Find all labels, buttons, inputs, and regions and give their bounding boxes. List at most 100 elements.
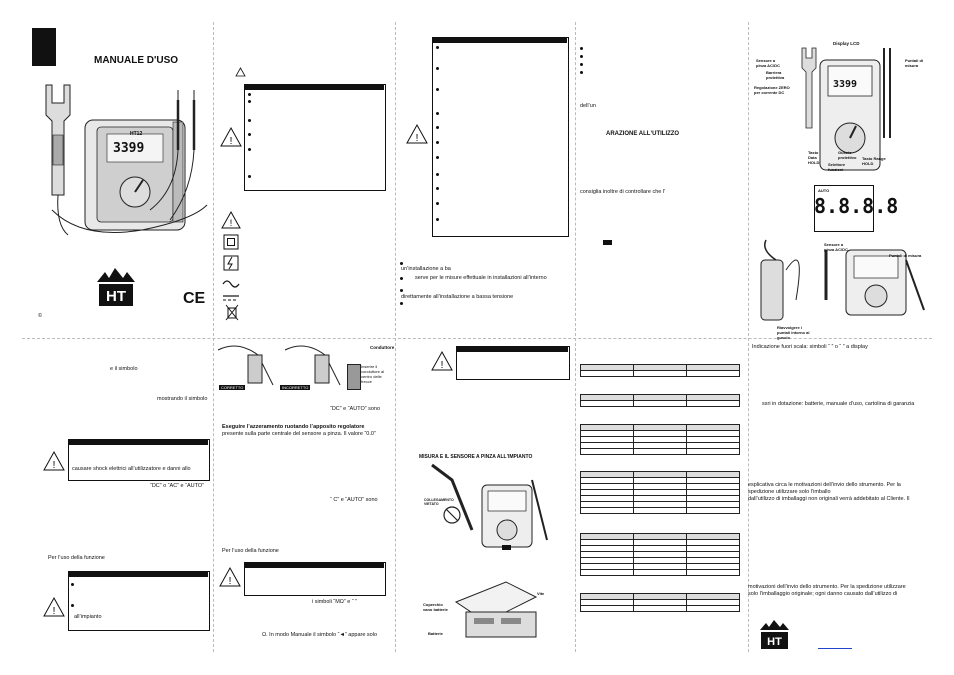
ac-symbol-icon xyxy=(222,280,240,288)
para-text: e il simbolo xyxy=(110,366,138,372)
label-selettore: Selettore funzioni xyxy=(828,162,846,172)
para-text: consiglia inoltre di controllare che lʼ xyxy=(580,189,666,195)
cover-title: MANUALE D'USO xyxy=(94,55,179,66)
svg-text:!: ! xyxy=(441,360,444,371)
svg-text:!: ! xyxy=(230,136,233,147)
weee-bin-icon xyxy=(225,304,239,321)
cover-display: 3399 xyxy=(113,141,145,156)
para-text: dellʼun xyxy=(580,103,596,109)
para-text: motivazioni dellʼinvio dello strumento. … xyxy=(748,584,906,590)
svg-text:!: ! xyxy=(229,576,232,587)
label-display-lcd: Display LCD xyxy=(833,41,860,46)
warning-box-header xyxy=(456,346,568,352)
warning-text: causare shock elettrici allʼutilizzatore… xyxy=(72,466,191,472)
para-text: ssri in dotazione: batterie, manuale dʼu… xyxy=(762,401,915,407)
label-sensore-2: Sensore a pinza AC/DC xyxy=(824,242,848,252)
para-text: Ω. In modo Manuale il simbolo “◄” appare… xyxy=(262,632,378,638)
badge-corretto: CORRETTO xyxy=(219,385,246,390)
cable xyxy=(51,204,208,233)
warning-box-header xyxy=(68,571,208,577)
double-insulation-icon xyxy=(223,234,239,250)
spec-table xyxy=(580,364,740,377)
bullet-text: direttamente allʼinstallazione a bassa t… xyxy=(401,294,514,300)
para-text: “DC” o “AC” e “AUTO” xyxy=(150,483,204,489)
svg-text:HT: HT xyxy=(106,288,126,305)
svg-text:!: ! xyxy=(53,606,56,617)
lcd-auto: AUTO xyxy=(818,188,830,193)
warning-box xyxy=(456,346,570,380)
para-text: esplicativa circa le motivazioni dellʼin… xyxy=(748,482,901,488)
para-text: “DC” e “AUTO” sono xyxy=(330,406,381,412)
label-conduttore: Conduttore xyxy=(370,345,395,350)
spec-table xyxy=(580,533,740,576)
para-text: Per lʼuso della funzione xyxy=(48,555,105,561)
section-heading: ARAZIONE ALLʼUTILIZZO xyxy=(606,131,680,137)
para-text: unʼinstallazione a ba xyxy=(401,266,451,272)
para-text: Eseguire lʼazzeramento ruotando lʼapposi… xyxy=(222,424,365,430)
high-voltage-icon xyxy=(223,255,239,271)
warning-triangle-icon: ! xyxy=(431,350,453,371)
spec-table xyxy=(580,394,740,407)
copyright: © xyxy=(38,313,43,319)
test-probes xyxy=(149,90,196,221)
warning-triangle-icon: ! xyxy=(220,126,242,147)
ht-logo-icon: HT xyxy=(760,620,789,649)
website-link[interactable] xyxy=(818,648,852,649)
warning-box-header xyxy=(244,84,384,90)
ht-mini-logo-icon xyxy=(502,545,511,550)
label-vite: Vite xyxy=(537,591,545,596)
para-text: presente sulla parte centrale del sensor… xyxy=(222,431,376,437)
para-text: “ C” e “AUTO” sono xyxy=(330,497,378,503)
para-text: i simboli “MΩ” e “ ” xyxy=(312,599,358,605)
label-sensore: Sensore a pinza AC/DC xyxy=(756,58,780,68)
clamp-sensor-illustration xyxy=(45,84,71,236)
warning-box xyxy=(244,562,386,596)
warning-text: allʼimpianto xyxy=(74,614,102,620)
label-tasto-range: Tasto Range HOLD xyxy=(862,156,886,166)
svg-text:!: ! xyxy=(230,218,233,228)
label-puntali-2: Puntali di misura xyxy=(889,253,922,258)
section-heading: MISURA E IL SENSORE A PINZA ALLʼIMPIANTO xyxy=(419,454,533,460)
meter-illustration xyxy=(84,119,186,231)
forbidden-connection-illustration xyxy=(431,463,548,548)
warning-box xyxy=(244,84,386,191)
battery-cover-illustration xyxy=(454,581,538,638)
lcd-digits: 3399 xyxy=(833,79,858,90)
lcd-big-digits: 8.8.8.8 xyxy=(814,194,899,218)
instrument-diagram xyxy=(801,47,891,171)
spec-table xyxy=(580,424,740,455)
label-guscio: Guscio protettivo xyxy=(838,150,857,160)
cover-black-tab xyxy=(32,28,56,66)
svg-text:!: ! xyxy=(53,460,56,471)
clamp-incorrect-illustration xyxy=(284,345,341,386)
label-coperchio: Coperchio vano batterie xyxy=(423,602,448,612)
label-batterie: Batterie xyxy=(428,631,443,636)
para-text: spedizione utilizzare solo lʼimballo xyxy=(748,489,831,495)
ce-mark: CE xyxy=(183,290,206,307)
warning-box-header xyxy=(432,37,567,43)
ht-logo-icon: HT xyxy=(97,268,135,306)
warning-box-header xyxy=(68,439,208,445)
label-tasto-hold: Tasto Data HOLD xyxy=(808,150,820,165)
svg-text:!: ! xyxy=(416,133,419,144)
label-barriera: Barriera protettiva xyxy=(766,70,785,80)
label-riavvolgere: Riavvolgere i puntali intorno al guscio xyxy=(777,325,810,340)
wrap-probes-diagram xyxy=(760,239,925,321)
warning-box-header xyxy=(244,562,384,568)
warning-triangle-icon: ! xyxy=(406,123,428,144)
para-text: dallʼutilizzo di imballaggi non original… xyxy=(748,496,910,502)
badge-incorretto: INCORRETTO xyxy=(280,385,311,390)
warning-triangle-icon: ! xyxy=(219,566,241,587)
label-inserire: Inserire il conduttore al centro delle f… xyxy=(361,364,385,384)
para-text: solo lʼimballaggio originale; ogni danno… xyxy=(748,591,898,597)
dc-symbol-icon xyxy=(223,295,239,301)
label-regolazione: Regolazione ZERO per corrente DC xyxy=(754,85,790,95)
warning-triangle-icon: ! xyxy=(43,450,65,471)
warning-box xyxy=(68,439,210,481)
spec-table xyxy=(580,593,740,612)
para-text: Indicazione fuori scala: simboli “ ” o “… xyxy=(752,344,868,350)
lcd-detail xyxy=(814,185,874,232)
warning-triangle-icon: ! xyxy=(43,596,65,617)
label-collegamento: COLLEGAMENTO VIETATO xyxy=(424,498,454,506)
bullet-text: serve per le misure effettuale in instal… xyxy=(415,275,547,281)
